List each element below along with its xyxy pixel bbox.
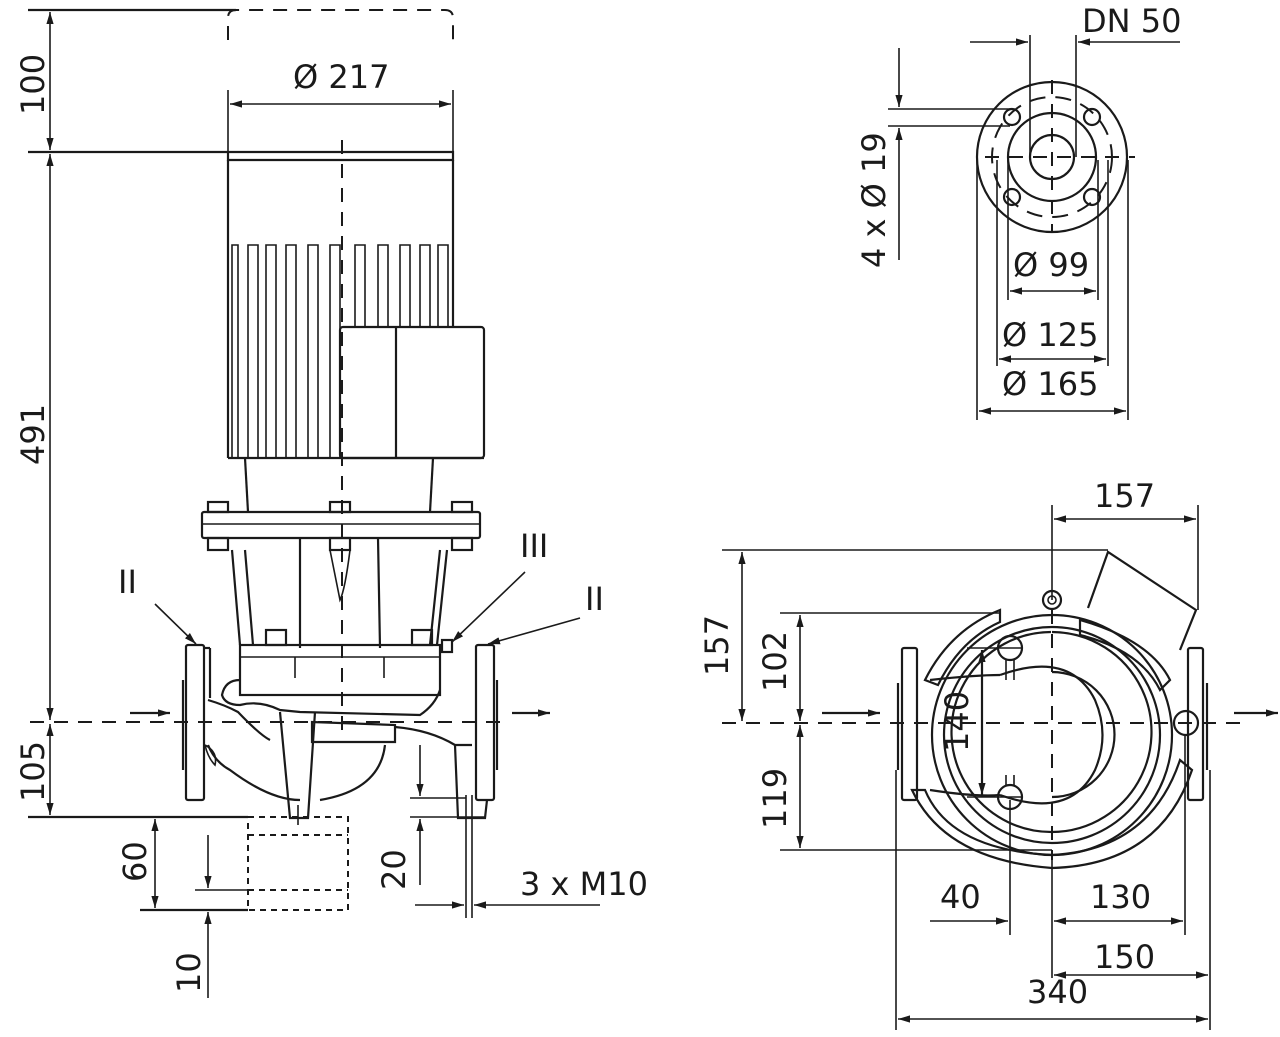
marker-iii: III [520,527,548,565]
dim-150-label: 150 [1094,938,1155,976]
dim-157-horizontal-label: 157 [1094,477,1155,515]
dim-bolts-label: 3 x M10 [520,865,648,903]
dim-130-label: 130 [1090,878,1151,916]
dim-157-vertical-label: 157 [698,615,736,676]
dim-100-label: 100 [14,54,52,115]
dim-340-label: 340 [1027,973,1088,1011]
dim-60-label: 60 [116,841,154,882]
side-view [28,8,600,998]
dim-140-label: 140 [938,691,976,752]
dim-holes-label: 4 x Ø 19 [855,132,893,268]
dim-105-label: 105 [14,741,52,802]
marker-ii-right: II [585,580,604,618]
dim-217-label: Ø 217 [293,58,389,96]
dim-40-label: 40 [940,878,981,916]
dim-dn50-label: DN 50 [1082,2,1181,40]
flange-view [888,35,1180,420]
dim-491-label: 491 [14,404,52,465]
dim-102-label: 102 [756,631,794,692]
dim-10-label: 10 [170,952,208,993]
dim-125-label: Ø 125 [1002,316,1098,354]
top-view [722,505,1278,1030]
dim-165-label: Ø 165 [1002,365,1098,403]
marker-ii-left: II [118,563,137,601]
dim-99-label: Ø 99 [1013,246,1089,284]
dim-20-label: 20 [375,849,413,890]
dim-119-label: 119 [756,768,794,829]
